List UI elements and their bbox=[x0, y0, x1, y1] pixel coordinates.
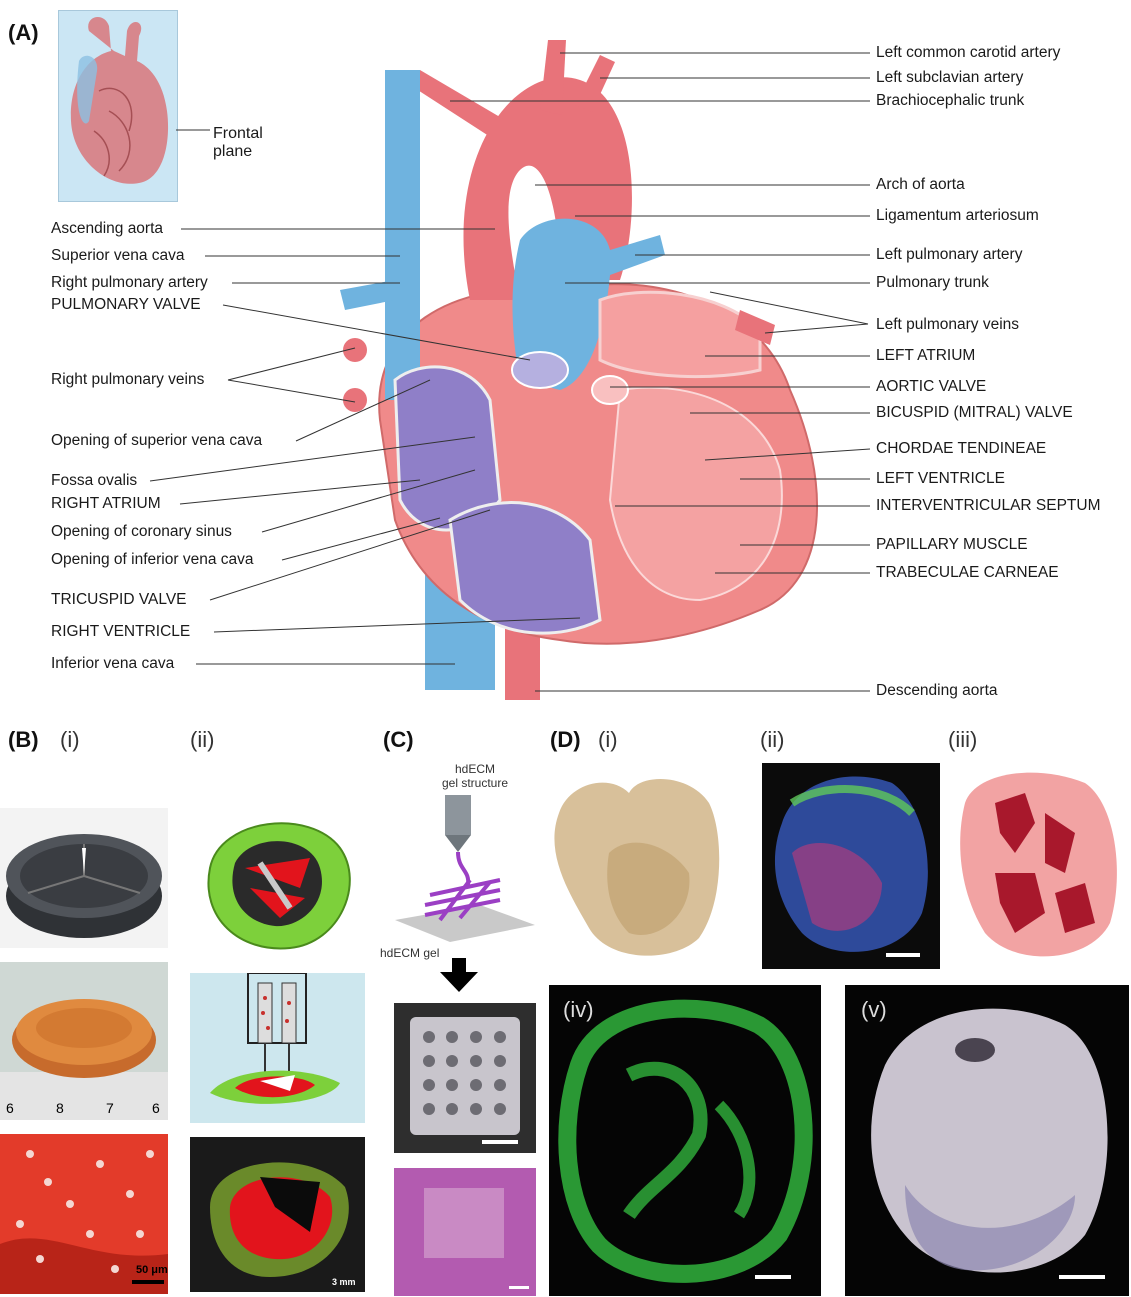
panel-d-ii-label: (ii) bbox=[760, 727, 784, 753]
printed-heart-photo: (v) bbox=[845, 985, 1129, 1296]
hdecm-fluorescence-image bbox=[394, 1168, 536, 1296]
hdecm-gel-label: hdECM gel bbox=[380, 946, 470, 960]
panel-d-iii-label: (iii) bbox=[948, 727, 977, 753]
heart-section-fluorescence: (iv) bbox=[549, 985, 821, 1296]
panel-d-letter: (D) bbox=[550, 727, 581, 753]
panel-d-v-label: (v) bbox=[861, 997, 887, 1023]
embryonic-heart-photo bbox=[549, 763, 741, 969]
heart-section-render bbox=[955, 763, 1130, 969]
heart-fluorescence-3d-image bbox=[762, 763, 940, 969]
panel-d-iv-label: (iv) bbox=[563, 997, 594, 1023]
panel-d-i-label: (i) bbox=[598, 727, 618, 753]
printed-lattice-photo bbox=[394, 1003, 536, 1153]
